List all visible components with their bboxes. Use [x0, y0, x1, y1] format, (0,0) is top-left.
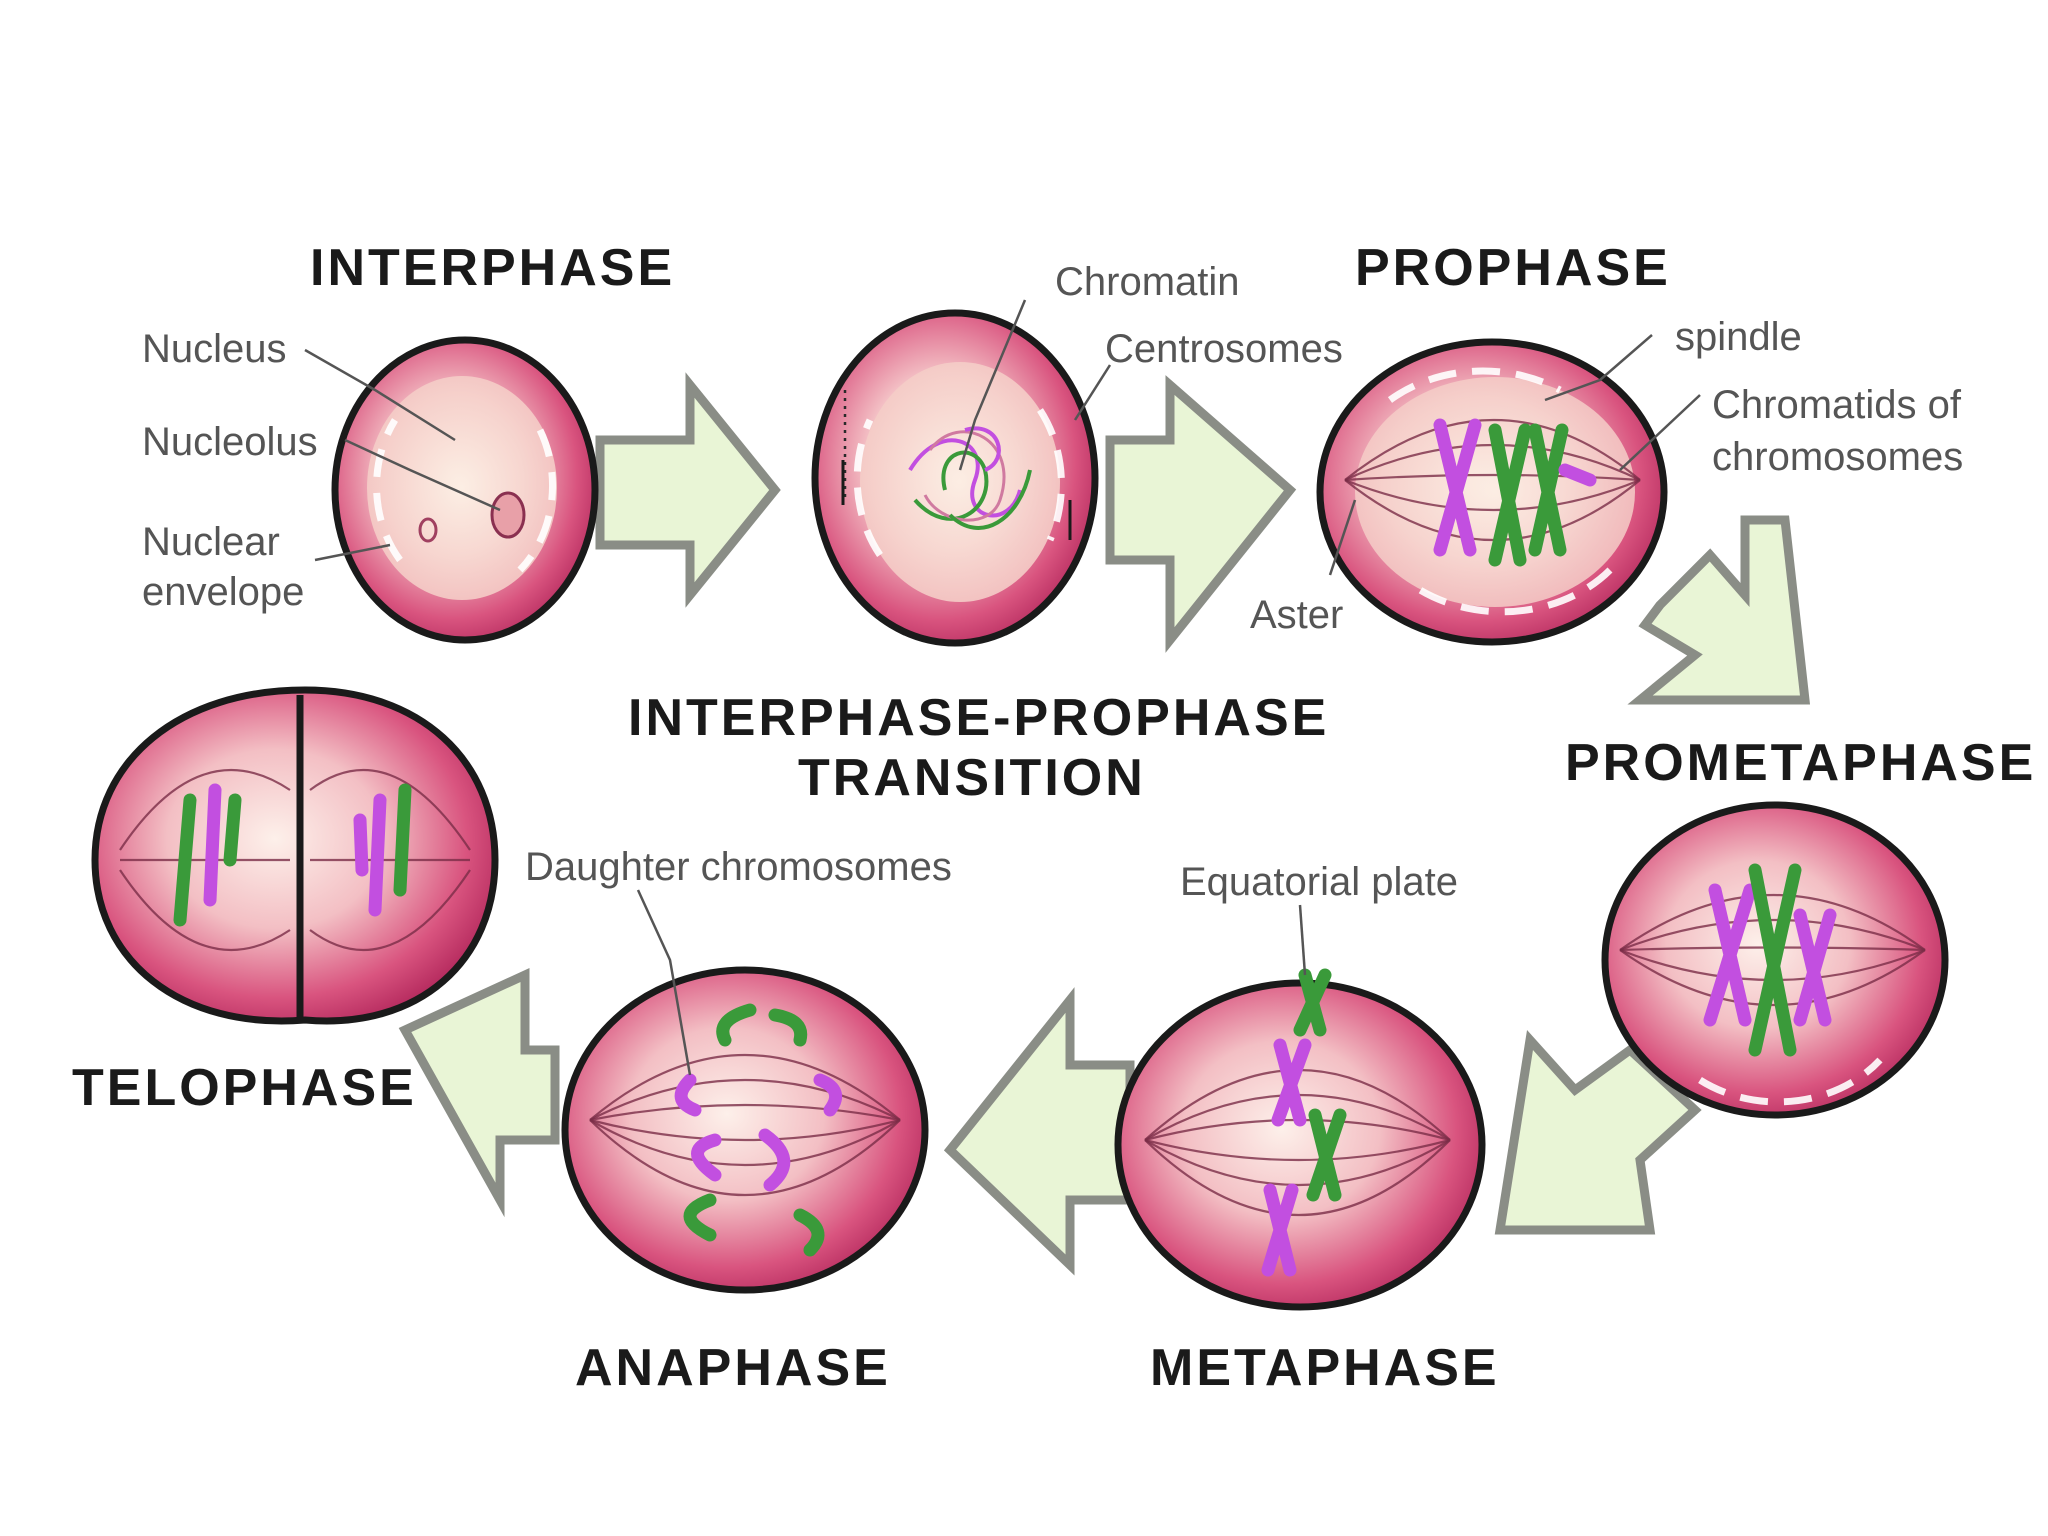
- transition-cell: [811, 309, 1099, 647]
- centrosomes-label: Centrosomes: [1105, 327, 1343, 371]
- chromatids-label-line2: chromosomes: [1712, 435, 1963, 479]
- chromatin: [908, 426, 1032, 530]
- arrow-transition-to-prophase: [1105, 375, 1297, 653]
- anaphase-cell: [561, 966, 929, 1294]
- daughter-chromosomes-label: Daughter chromosomes: [525, 845, 952, 889]
- metaphase-cell: [1114, 968, 1486, 1311]
- nuclear-envelope-label-line1: Nuclear: [142, 520, 280, 564]
- arrow-prophase-to-prometaphase: [1627, 515, 1811, 705]
- interphase-cell: [331, 336, 599, 644]
- spindle-label: spindle: [1675, 315, 1802, 359]
- prometaphase-title: PROMETAPHASE: [1565, 734, 2036, 792]
- arrow-anaphase-to-telophase: [398, 967, 560, 1218]
- transition-title-line2: TRANSITION: [798, 749, 1146, 807]
- nucleus-label: Nucleus: [142, 327, 287, 371]
- telophase-title: TELOPHASE: [72, 1059, 417, 1117]
- nucleolus-label: Nucleolus: [142, 420, 318, 464]
- leader-lines: [304, 299, 1701, 1076]
- metaphase-title: METAPHASE: [1150, 1339, 1500, 1397]
- arrow-prometaphase-to-metaphase: [1494, 1029, 1702, 1235]
- prophase-cell: [1316, 338, 1668, 646]
- chromatin-label: Chromatin: [1055, 260, 1240, 304]
- chromatids-label-line1: Chromatids of: [1712, 383, 1962, 427]
- transition-title-line1: INTERPHASE-PROPHASE: [628, 689, 1329, 747]
- anaphase-title: ANAPHASE: [575, 1339, 891, 1397]
- prophase-title: PROPHASE: [1355, 239, 1671, 297]
- arrow-metaphase-to-anaphase: [943, 987, 1135, 1276]
- nuclear-envelope-label-line2: envelope: [142, 570, 304, 614]
- nucleus: [367, 376, 557, 600]
- telophase-cell: [91, 686, 499, 1025]
- prometaphase-cell: [1601, 801, 1949, 1119]
- nucleolus: [490, 491, 526, 539]
- aster-label: Aster: [1250, 593, 1343, 637]
- interphase-title: INTERPHASE: [310, 239, 675, 297]
- equatorial-plate-label: Equatorial plate: [1180, 860, 1458, 904]
- arrow-interphase-to-transition: [595, 372, 781, 608]
